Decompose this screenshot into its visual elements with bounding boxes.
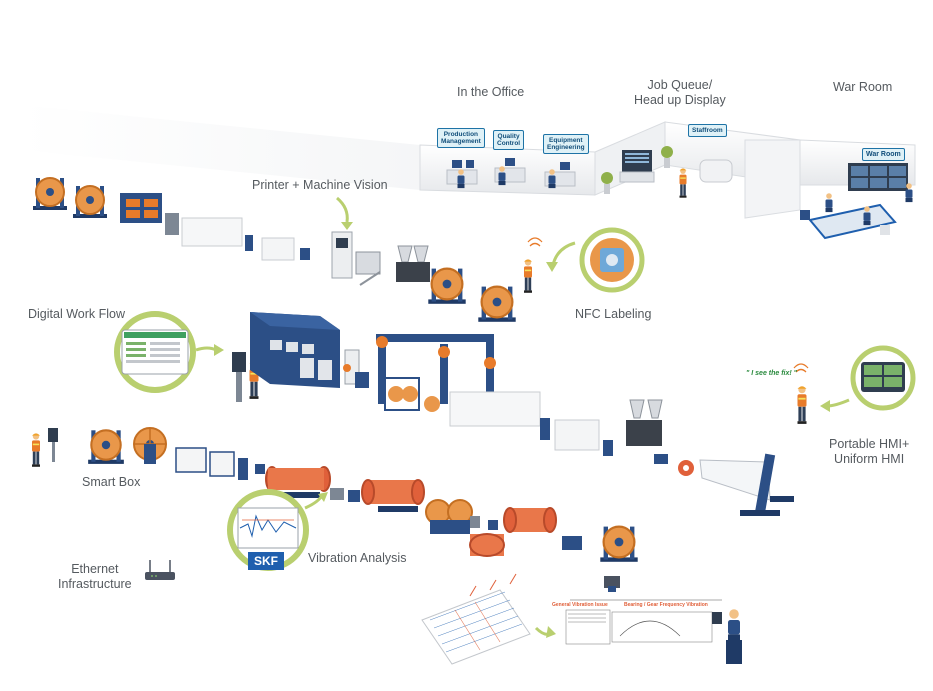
label-vibration-analysis: Vibration Analysis: [308, 551, 407, 565]
label-portable-hmi: Portable HMI+ Uniform HMI: [829, 437, 909, 467]
nfc-callout: [546, 227, 645, 293]
production-line-1: [32, 177, 543, 323]
label-job-queue: Job Queue/ Head up Display: [634, 78, 726, 108]
label-portable-hmi-line2: Uniform HMI: [834, 452, 905, 466]
label-ethernet-line2: Infrastructure: [58, 577, 132, 591]
label-war-room: War Room: [833, 80, 893, 94]
sign-equipment-engineering-line2: Engineering: [547, 144, 585, 151]
label-job-queue-line1: Job Queue/: [647, 78, 713, 92]
sign-war-room: War Room: [862, 148, 905, 161]
label-in-the-office: In the Office: [457, 85, 525, 99]
portable-hmi-callout: [793, 345, 916, 424]
sign-quality-control-line2: Control: [497, 140, 521, 147]
label-job-queue-line2: Head up Display: [634, 93, 726, 107]
label-ethernet-line1: Ethernet: [71, 562, 119, 576]
job-queue-display: [601, 146, 733, 198]
sign-production-management: Production Management: [437, 128, 485, 148]
sign-quality-control: Quality Control: [493, 130, 525, 150]
sign-production-management-line1: Production: [443, 131, 479, 138]
hmi-quote: " I see the fix! ": [746, 370, 797, 377]
vibration-callout: [227, 489, 328, 571]
war-room: [800, 163, 913, 240]
vibration-chart: [421, 573, 742, 665]
sign-production-management-line2: Management: [441, 138, 481, 145]
label-digital-work-flow: Digital Work Flow: [28, 307, 126, 321]
label-smart-box: Smart Box: [82, 475, 141, 489]
sign-equipment-engineering-line1: Equipment: [548, 137, 583, 144]
printer-arrow: [336, 196, 349, 223]
sign-quality-control-line1: Quality: [497, 133, 520, 140]
chart-general-vibration-issue: General Vibration Issue: [552, 602, 608, 608]
skf-logo: SKF: [254, 554, 278, 568]
digital-workflow-callout: [114, 311, 224, 393]
label-ethernet: Ethernet Infrastructure: [58, 562, 132, 592]
label-portable-hmi-line1: Portable HMI+: [829, 437, 910, 451]
office-desks: [446, 158, 576, 189]
production-line-3: [32, 427, 639, 563]
production-line-2: [232, 312, 794, 516]
label-printer-vision: Printer + Machine Vision: [252, 178, 388, 192]
sign-equipment-engineering: Equipment Engineering: [543, 134, 589, 154]
sign-staffroom: Staffroom: [688, 124, 727, 137]
label-nfc-labeling: NFC Labeling: [575, 307, 652, 321]
ethernet-router: [145, 560, 175, 580]
printer-arrow-head: [341, 222, 353, 230]
chart-bearing-gear-vibration: Bearing / Gear Frequency Vibration: [624, 602, 708, 608]
